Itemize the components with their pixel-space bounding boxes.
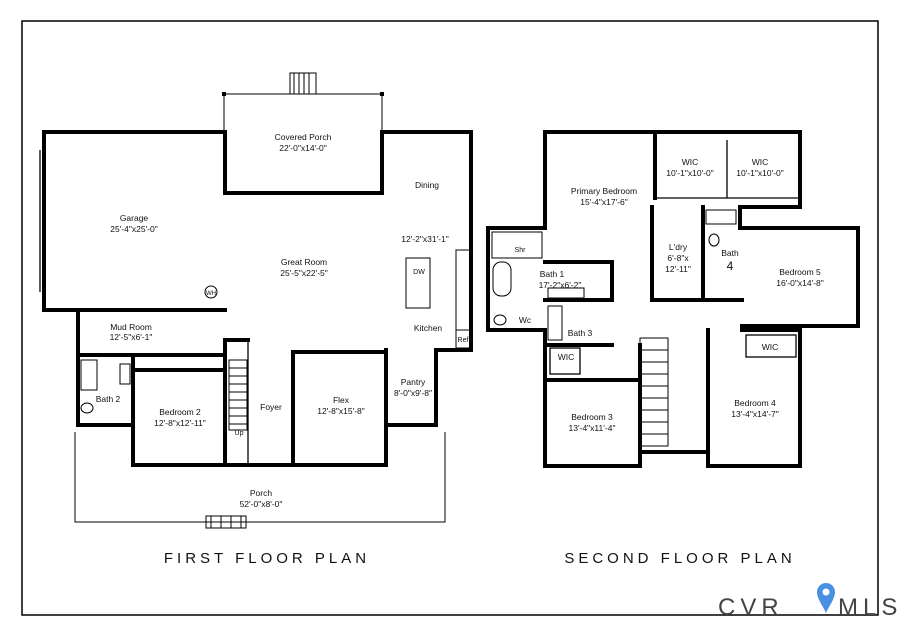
bath2-tub <box>80 359 98 391</box>
water-heater-label: WH <box>206 291 216 297</box>
bath1-vanity <box>547 287 585 299</box>
bath-4-number: 4 <box>727 259 734 273</box>
wic-c-name: WIC <box>558 352 575 362</box>
great-room-north-wall <box>223 130 473 352</box>
first-floor-title: FIRST FLOOR PLAN <box>164 550 370 567</box>
brand-logo: CVR MLS <box>718 583 900 621</box>
wic-box-bed4 <box>745 334 797 358</box>
front-steps <box>205 515 247 529</box>
wic-b-name: WIC <box>752 157 769 167</box>
kitchen-island <box>405 257 431 309</box>
primary-bedroom-name: Primary Bedroom <box>571 186 637 196</box>
wc-toilet <box>493 314 507 326</box>
second-floor-labels: Primary Bedroom 15'-4"x17'-6" WIC 10'-1"… <box>515 157 824 567</box>
dishwasher-label: DW <box>413 269 425 276</box>
wc-name: Wc <box>519 315 532 325</box>
refrigerator-label: Ref <box>458 337 469 344</box>
covered-porch-dims: 22'-0"x14'-0" <box>279 143 327 153</box>
primary-bedroom-dims: 15'-4"x17'-6" <box>580 197 628 207</box>
bedroom-5-dims: 16'-0"x14'-8" <box>776 278 824 288</box>
first-floor-labels: Covered Porch 22'-0"x14'-0" Garage 25'-4… <box>96 132 469 567</box>
bath-2-name: Bath 2 <box>96 394 121 404</box>
pantry-name: Pantry <box>401 377 426 387</box>
bath1-tub <box>492 261 512 297</box>
bath2-toilet <box>80 402 94 414</box>
porch-name: Porch <box>250 488 272 498</box>
wic-d-name: WIC <box>762 342 779 352</box>
wic-b-dims: 10'-1"x10'-0" <box>736 168 784 178</box>
pantry-dims: 8'-0"x9'-8" <box>394 388 432 398</box>
bath4-tub <box>705 209 737 225</box>
bath4-toilet <box>708 233 720 247</box>
brand-text-left: CVR <box>718 594 784 621</box>
second-floor-title: SECOND FLOOR PLAN <box>564 550 795 567</box>
bath1-shower <box>491 231 543 259</box>
pantry-walls <box>384 348 438 427</box>
bath-4-name: Bath <box>721 248 739 258</box>
bath-3-name: Bath 3 <box>568 328 593 338</box>
bath-1-dims: 17'-2"x6'-2" <box>539 280 582 290</box>
bedroom-5-name: Bedroom 5 <box>779 267 821 277</box>
covered-porch-name: Covered Porch <box>275 132 332 142</box>
mud-room-dims: 12'-5"x6'-1" <box>110 332 153 342</box>
laundry-dims-line2: 12'-11" <box>665 264 691 274</box>
bedroom-2-dims: 12'-8"x12'-11" <box>154 418 206 428</box>
flex-dims: 12'-8"x15'-8" <box>317 406 365 416</box>
mud-room-name: Mud Room <box>110 322 152 332</box>
kitchen-name: Kitchen <box>414 323 443 333</box>
stairs-second <box>639 337 669 447</box>
laundry-dims-line1: 6'-8"x <box>667 253 689 263</box>
foyer-name: Foyer <box>260 402 282 412</box>
foyer-walls <box>223 338 295 467</box>
great-room-dims: 25'-5"x22'-5" <box>280 268 328 278</box>
brand-text-right: MLS <box>838 594 900 621</box>
bedroom-4-name: Bedroom 4 <box>734 398 776 408</box>
wic-a-dims: 10'-1"x10'-0" <box>666 168 714 178</box>
bedroom-4-dims: 13'-4"x14'-7" <box>731 409 779 419</box>
stair-up-label: Up <box>235 430 244 437</box>
dining-dims: 12'-2"x31'-1" <box>401 234 449 244</box>
garage-walls <box>42 130 227 312</box>
garage-dims: 25'-4"x25'-0" <box>110 224 158 234</box>
wic-a-name: WIC <box>682 157 699 167</box>
first-floor-plan <box>39 72 473 529</box>
great-room-name: Great Room <box>281 257 327 267</box>
water-heater-symbol <box>204 285 218 299</box>
bath-1-name: Bath 1 <box>540 269 565 279</box>
bath2-sink <box>119 363 131 385</box>
porch-steps <box>289 72 317 95</box>
stairs-first <box>228 359 248 431</box>
garage-name: Garage <box>120 213 149 223</box>
bedroom-3-name: Bedroom 3 <box>571 412 613 422</box>
porch-dims: 52'-0"x8'-0" <box>240 499 283 509</box>
second-floor-plan <box>486 130 860 468</box>
sheet-frame <box>21 20 879 616</box>
shower-label: Shr <box>515 247 527 254</box>
second-floor-outer-walls <box>486 130 860 468</box>
location-pin-icon <box>817 583 835 614</box>
refrigerator <box>455 329 471 349</box>
dining-name: Dining <box>415 180 439 190</box>
bedroom-2-name: Bedroom 2 <box>159 407 201 417</box>
bedroom-3-dims: 13'-4"x11'-4" <box>569 423 616 433</box>
wic-box-bath3 <box>549 347 581 375</box>
bath3-tub <box>547 305 563 341</box>
flex-name: Flex <box>333 395 350 405</box>
front-porch-edge <box>74 432 446 523</box>
laundry-name: L'dry <box>669 242 688 252</box>
